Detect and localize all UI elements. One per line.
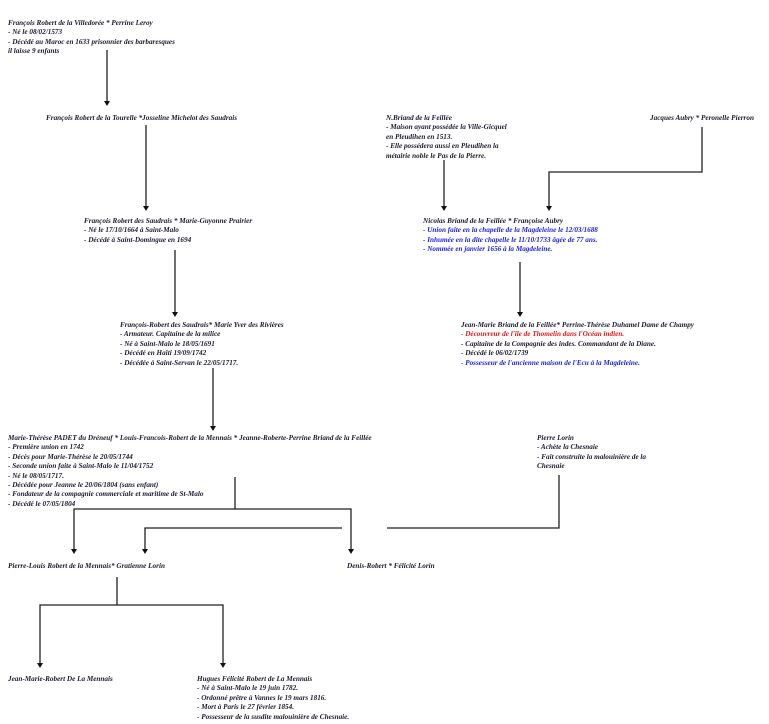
person-detail: - Né le 08/05/1717. <box>8 471 64 480</box>
person-denis-robert: Denis-Robert * Félicité Lorin <box>347 562 435 571</box>
person-detail: - Mort à Paris le 27 février 1854. <box>197 703 295 712</box>
person-pierre-lorin: Pierre Lorin- Achète la Chesnaie- Fait c… <box>537 434 646 472</box>
person-detail: - Seconde union faite à Saint-Malo le 11… <box>8 462 154 471</box>
person-detail: - Inhumée en la dite chapelle le 11/10/1… <box>423 235 598 244</box>
person-name: Denis-Robert * Félicité Lorin <box>347 562 435 570</box>
connector-louisfrancois-children <box>73 508 352 550</box>
person-pierre-louis-mennais: Pierre-Louis Robert de la Mennais* Grati… <box>8 562 165 571</box>
arrowhead-icon <box>348 549 354 554</box>
arrowhead-icon <box>517 312 523 317</box>
person-detail: - Décédée à Saint-Servan le 22/05/1717. <box>120 358 239 367</box>
person-name: Jean-Marie-Robert De La Mennais <box>8 675 113 683</box>
connector-aubry-nicolas <box>548 127 703 207</box>
person-detail: - Armateur. Capitaine de la milice <box>120 330 221 339</box>
arrowhead-icon <box>143 206 149 211</box>
connector-lorin-left <box>144 527 342 550</box>
person-detail: - Né le 17/10/1664 à Saint-Malo <box>84 226 179 235</box>
person-detail: - Ordonné prêtre à Vannes le 19 mars 181… <box>197 693 327 702</box>
person-francois-robert-saudrais: François-Robert des Saudrais* Marie Yver… <box>120 321 284 368</box>
person-francois-villedoree: François Robert de la Villedorée * Perri… <box>8 19 175 57</box>
person-detail: - Découvreur de l'île de Thomelin dans l… <box>461 330 625 339</box>
person-name: François Robert de la Tourelle *Josselin… <box>46 114 238 122</box>
person-louis-francois-mennais: Marie-Thérèse PADET du Dréneuf * Louis-F… <box>8 434 372 509</box>
person-detail: - Décédé le 07/05/1804 <box>8 499 76 508</box>
person-detail: il laisse 9 enfants <box>8 47 60 56</box>
person-jacques-aubry: Jacques Aubry * Peronelle Pierron <box>650 114 754 123</box>
person-n-briand: N.Briand de la Feillée- Maison ayant pos… <box>386 114 507 161</box>
arrowhead-icon <box>71 549 77 554</box>
person-name: Jacques Aubry * Peronelle Pierron <box>650 114 754 122</box>
person-detail: - Capitaine de la Compagnie des indes. C… <box>461 339 656 348</box>
person-detail: - Décédé à Saint-Domingue en 1694 <box>84 235 192 244</box>
person-name: Hugues Félicité Robert de La Mennais <box>197 675 313 683</box>
arrowhead-icon <box>546 206 552 211</box>
person-jean-marie-robert: Jean-Marie-Robert De La Mennais <box>8 675 113 684</box>
person-name: N.Briand de la Feillée <box>386 114 452 122</box>
arrowhead-icon <box>37 663 43 668</box>
person-hugues-felicite: Hugues Félicité Robert de La Mennais- Né… <box>197 675 349 722</box>
person-detail: - Né le 08/02/1573 <box>8 28 63 37</box>
person-detail: - Première union en 1742 <box>8 443 84 452</box>
person-name: Pierre Lorin <box>537 434 574 442</box>
arrowhead-icon <box>104 101 110 106</box>
arrowhead-icon <box>210 426 216 431</box>
person-name: Pierre-Louis Robert de la Mennais* Grati… <box>8 562 165 570</box>
person-detail: - Décédé le 06/02/1739 <box>461 349 529 358</box>
person-detail: - Fait construite la malouinière de la <box>537 452 647 461</box>
person-detail: - Né à Saint-Malo le 19 juin 1782. <box>197 684 299 693</box>
person-name: Jean-Marie Briand de la Feillée* Perrine… <box>461 321 694 329</box>
person-francois-saudrais: François Robert des Saudrais * Marie-Guy… <box>84 217 252 245</box>
person-nicolas-briand: Nicolas Briand de la Feillée * Françoise… <box>423 217 598 255</box>
person-detail: - Né à Saint-Malo le 18/05/1691 <box>120 339 215 348</box>
person-detail: - Possesseur de l'ancienne maison de l'E… <box>461 358 640 367</box>
arrowhead-icon <box>142 549 148 554</box>
person-detail: - Achète la Chesnaie <box>537 443 599 452</box>
arrowhead-icon <box>172 312 178 317</box>
person-detail: - Fondateur de la compagnie commerciale … <box>8 490 204 499</box>
person-detail: - Possesseur de la susdite malouinière d… <box>197 712 350 721</box>
person-name: François Robert des Saudrais * Marie-Guy… <box>84 217 253 225</box>
person-detail: Chesnaie <box>537 462 565 471</box>
connector-lorin-right <box>387 475 560 529</box>
person-detail: - Décédé en Haïti 19/09/1742 <box>120 349 207 358</box>
arrowhead-icon <box>441 206 447 211</box>
person-detail: - Décès pour Marie-Thérèse le 20/05/1744 <box>8 452 133 461</box>
person-detail: - Union faite en la chapelle de la Magde… <box>423 226 598 235</box>
person-detail: - Décédé au Maroc en 1633 prisonnier des… <box>8 37 175 46</box>
person-name: Marie-Thérèse PADET du Dréneuf * Louis-F… <box>8 434 372 442</box>
person-detail: métairie noble le Pas de la Pierre. <box>386 151 487 160</box>
connector-pierrelouis-children <box>39 604 224 664</box>
person-detail: - Elle possédera aussi en Pleudihen la <box>386 142 499 151</box>
person-detail: - Décédée pour Jeanne le 20/06/1804 (san… <box>8 481 159 490</box>
arrowhead-icon <box>220 663 226 668</box>
person-detail: - Maison ayant possédée la Ville-Gicquel <box>386 123 507 132</box>
person-francois-tourelle: François Robert de la Tourelle *Josselin… <box>46 114 237 123</box>
person-detail: - Nommée en janvier 1656 à la Magdeleine… <box>423 245 553 254</box>
person-name: Nicolas Briand de la Feillée * Françoise… <box>423 217 564 225</box>
person-name: François-Robert des Saudrais* Marie Yver… <box>120 321 284 329</box>
person-jean-marie-briand: Jean-Marie Briand de la Feillée* Perrine… <box>461 321 694 368</box>
person-detail: en Pleudihen en 1513. <box>386 132 453 141</box>
person-name: François Robert de la Villedorée * Perri… <box>8 19 153 27</box>
